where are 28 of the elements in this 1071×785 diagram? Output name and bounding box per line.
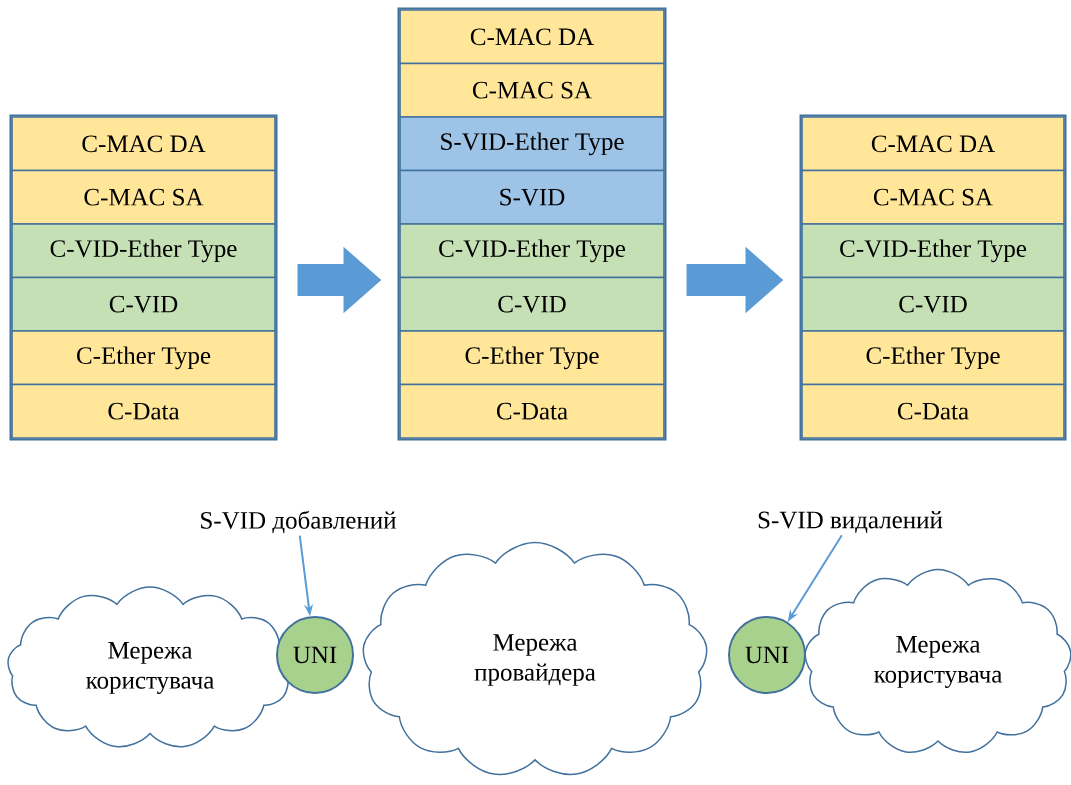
packet-frame [397, 7, 667, 441]
header-field-cell: C-Ether Type [399, 330, 665, 386]
header-field-cell: C-Data [399, 383, 665, 439]
header-field-cell: C-VID [801, 276, 1065, 332]
header-field-cell: C-MAC DA [801, 116, 1065, 172]
header-field-cell: C-VID-Ether Type [11, 223, 276, 279]
network-cloud: Мережа користувача [7, 586, 293, 748]
header-field-cell: C-VID-Ether Type [399, 223, 665, 279]
header-field-cell: C-VID-Ether Type [801, 223, 1065, 279]
header-field-cell: S-VID [399, 169, 665, 225]
header-field-cell: C-VID [399, 276, 665, 332]
header-field-cell: C-Ether Type [801, 330, 1065, 386]
header-field-cell: C-MAC SA [399, 62, 665, 118]
header-field-cell: C-MAC SA [11, 169, 276, 225]
callout-text: S-VID видалений [758, 511, 943, 533]
header-field-cell: C-VID [11, 276, 276, 332]
network-cloud: Мережа провайдера [362, 541, 708, 776]
header-field-cell: C-Data [801, 383, 1065, 439]
header-field-cell: S-VID-Ether Type [399, 116, 665, 172]
header-field-cell: C-MAC SA [801, 169, 1065, 225]
header-field-cell: C-Ether Type [11, 330, 276, 386]
network-cloud: Мережа користувача [804, 568, 1071, 753]
header-field-cell: C-MAC DA [399, 9, 665, 65]
callout-text: S-VID добавлений [201, 510, 396, 534]
header-field-cell: C-Data [11, 383, 276, 439]
packet-frame [9, 114, 278, 441]
header-field-cell: C-MAC DA [11, 116, 276, 172]
packet-frame [799, 114, 1067, 441]
